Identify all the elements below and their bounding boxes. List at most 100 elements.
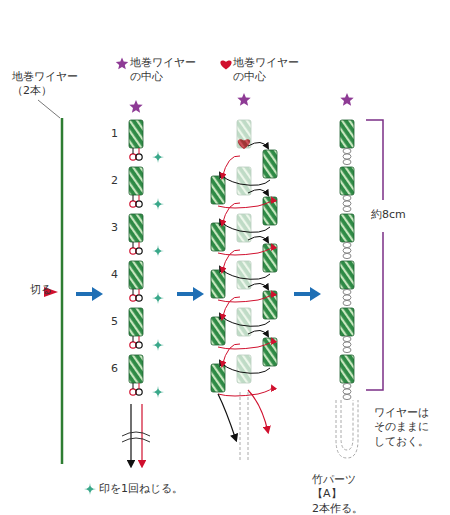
note-label: 切る bbox=[30, 283, 52, 297]
wire-end bbox=[130, 404, 131, 466]
bamboo-bead bbox=[340, 120, 354, 148]
wire-twist bbox=[343, 148, 351, 153]
wire-end bbox=[248, 390, 268, 432]
wire-twist bbox=[343, 342, 351, 347]
stroke bbox=[133, 242, 134, 248]
thread-arrow bbox=[220, 314, 270, 326]
callout-number: 5 bbox=[111, 315, 118, 329]
bamboo-bead bbox=[211, 176, 225, 204]
twist-mark bbox=[152, 198, 164, 210]
twist-mark bbox=[84, 483, 96, 495]
wire-end bbox=[218, 394, 236, 440]
wire-twist bbox=[343, 206, 351, 211]
bamboo-bead bbox=[129, 355, 143, 383]
wire-twist bbox=[343, 201, 351, 206]
wire-dashed bbox=[336, 400, 358, 458]
thread-arrow bbox=[248, 189, 268, 195]
wire-twist bbox=[136, 248, 142, 254]
twist-mark bbox=[152, 292, 164, 304]
step-arrow bbox=[294, 292, 312, 296]
thread-arrow bbox=[248, 142, 268, 148]
bamboo-bead bbox=[237, 167, 251, 195]
wire-twist bbox=[343, 242, 351, 247]
step-arrow bbox=[310, 287, 321, 301]
stroke bbox=[139, 336, 140, 342]
wire-twist bbox=[343, 295, 351, 300]
bamboo-bead bbox=[211, 223, 225, 251]
stroke bbox=[133, 148, 134, 154]
thread-arrow bbox=[218, 386, 272, 396]
step-arrow bbox=[76, 292, 94, 296]
thread-arrow bbox=[218, 198, 272, 208]
wire-twist bbox=[136, 201, 142, 207]
wire-twist bbox=[136, 342, 142, 348]
note-label: 約8cm bbox=[371, 208, 406, 222]
note-label: 地巻ワイヤー の中心 bbox=[130, 56, 196, 85]
break-mark bbox=[122, 432, 150, 442]
twist-mark bbox=[152, 245, 164, 257]
bamboo-bead bbox=[211, 317, 225, 345]
callout-number: 6 bbox=[111, 362, 118, 376]
bamboo-bead bbox=[237, 214, 251, 242]
note-label: 印を1回ねじる。 bbox=[99, 482, 183, 496]
thread-arrow bbox=[248, 236, 268, 242]
stroke bbox=[139, 289, 140, 295]
bamboo-bead bbox=[211, 364, 225, 392]
bamboo-bead bbox=[237, 261, 251, 289]
bamboo-bead bbox=[129, 308, 143, 336]
bamboo-bead bbox=[340, 167, 354, 195]
stroke bbox=[139, 242, 140, 248]
wire-twist bbox=[343, 289, 351, 294]
wire-twist bbox=[343, 253, 351, 258]
thread-arrow bbox=[222, 203, 240, 225]
wire-twist bbox=[343, 159, 351, 164]
thread-arrow bbox=[220, 267, 270, 279]
stroke bbox=[133, 383, 134, 389]
wire-twist bbox=[136, 295, 142, 301]
wire-twist bbox=[343, 383, 351, 388]
twist-mark bbox=[152, 386, 164, 398]
step-arrow bbox=[193, 287, 204, 301]
wire-twist bbox=[343, 154, 351, 159]
wire-twist bbox=[343, 389, 351, 394]
stroke bbox=[133, 195, 134, 201]
note-label: ワイヤーは そのままに しておく。 bbox=[374, 406, 429, 449]
thread-arrow bbox=[218, 292, 272, 302]
callout-number: 2 bbox=[111, 174, 118, 188]
bamboo-bead bbox=[237, 120, 251, 148]
bamboo-bead bbox=[340, 261, 354, 289]
thread-arrow bbox=[220, 361, 270, 373]
bamboo-bead bbox=[237, 355, 251, 383]
bamboo-bead bbox=[263, 150, 277, 178]
wire-end bbox=[141, 404, 142, 466]
step-arrow bbox=[92, 287, 103, 301]
wire-twist bbox=[136, 389, 142, 395]
bamboo-bead bbox=[340, 214, 354, 242]
twist-mark bbox=[152, 339, 164, 351]
wire-twist bbox=[343, 347, 351, 352]
wire-twist bbox=[343, 300, 351, 305]
thread-arrow bbox=[220, 220, 270, 232]
star-mark bbox=[340, 93, 353, 106]
thread-arrow bbox=[222, 344, 240, 366]
wire-twist bbox=[343, 336, 351, 341]
wire-twist bbox=[343, 195, 351, 200]
stroke bbox=[139, 148, 140, 154]
stroke bbox=[133, 336, 134, 342]
heart-mark bbox=[220, 61, 231, 70]
bamboo-bead bbox=[340, 355, 354, 383]
step-arrow bbox=[177, 292, 195, 296]
bamboo-bead bbox=[237, 308, 251, 336]
star-mark bbox=[237, 93, 250, 106]
thread-arrow bbox=[248, 330, 268, 336]
note-label: 地巻ワイヤー （2本） bbox=[12, 70, 78, 99]
wire-twist bbox=[136, 154, 142, 160]
thread-arrow bbox=[222, 156, 240, 178]
twist-mark bbox=[152, 151, 164, 163]
stroke bbox=[139, 383, 140, 389]
stroke bbox=[133, 289, 134, 295]
stroke bbox=[139, 195, 140, 201]
thread-arrow bbox=[218, 339, 272, 349]
wire-dashed bbox=[240, 392, 248, 462]
note-label: 竹パーツ【A】 2本作る。 bbox=[312, 473, 363, 515]
